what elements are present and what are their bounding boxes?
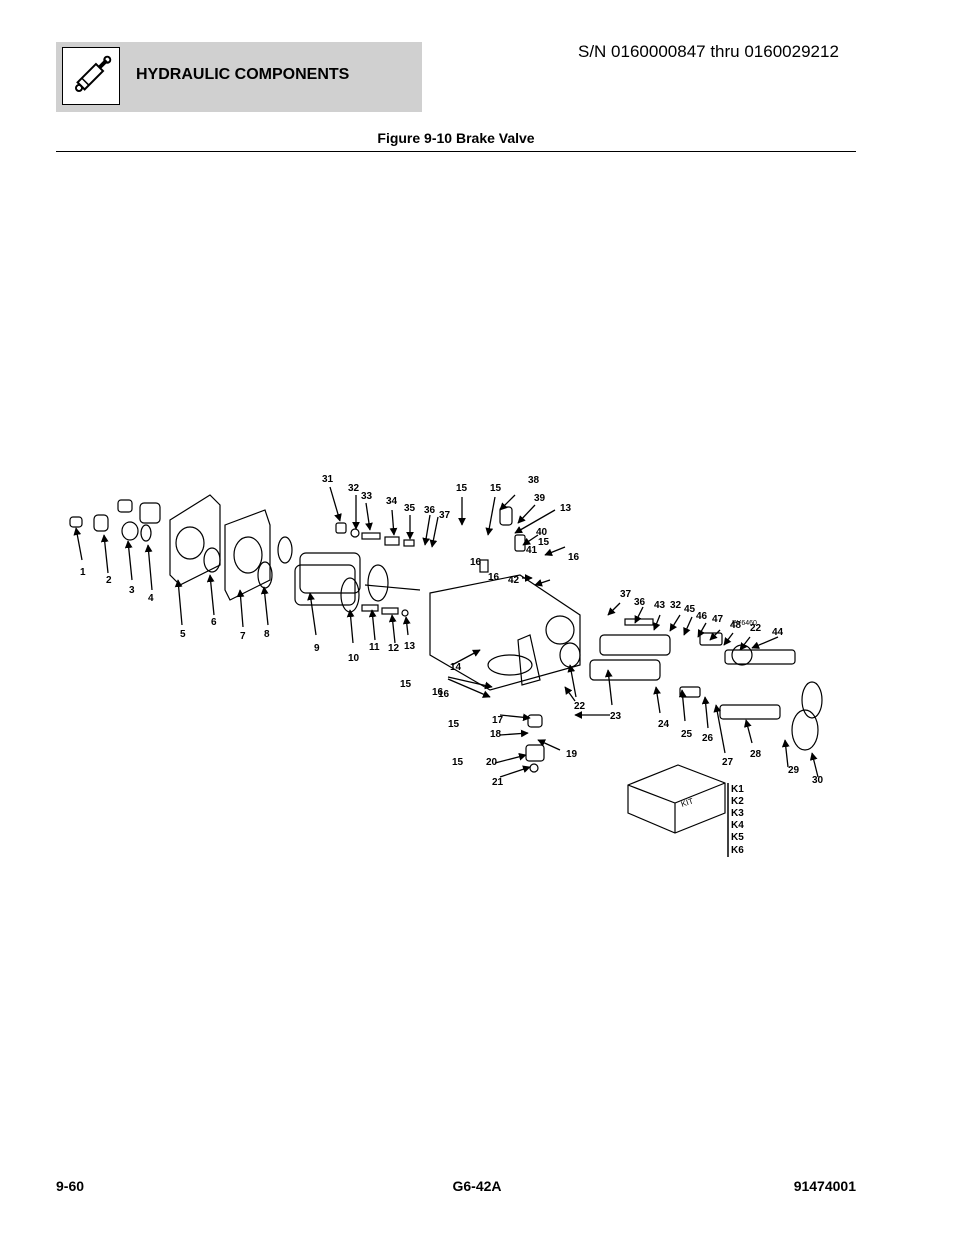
part-shapes [69,494,823,857]
kit-item: K5 [731,832,744,843]
document-number: 91474001 [793,1178,856,1194]
callout-40: 40 [536,527,548,538]
callout-16: 16 [438,689,450,700]
callout-9: 9 [314,643,320,654]
kit-item: K2 [731,796,744,807]
callout-43: 43 [654,600,666,611]
callout-15: 15 [452,757,464,768]
callout-26: 26 [702,733,714,744]
callout-15: 15 [538,537,550,548]
leader-arrows [73,486,819,778]
callout-37: 37 [620,589,632,600]
callout-36: 36 [634,597,646,608]
callout-8: 8 [264,629,270,640]
model-number: G6-42A [452,1178,502,1194]
kit-item: K3 [731,808,744,819]
callout-24: 24 [658,719,670,730]
callout-32: 32 [348,483,360,494]
callout-15: 15 [448,719,460,730]
callout-35: 35 [404,503,416,514]
callout-33: 33 [361,491,373,502]
callout-6: 6 [211,617,217,628]
callout-21: 21 [492,777,504,788]
callout-39: 39 [534,493,546,504]
kit-box-label: KIT [680,796,695,808]
callout-5: 5 [180,629,186,640]
callout-29: 29 [788,765,800,776]
callout-27: 27 [722,757,734,768]
callout-16: 16 [568,552,580,563]
callout-25: 25 [681,729,693,740]
callout-16: 16 [432,687,444,698]
ref-code: PY6460 [732,620,757,627]
callout-46: 46 [696,611,708,622]
callout-16: 16 [488,572,500,583]
callout-10: 10 [348,653,360,664]
figure-title: Figure 9-10 Brake Valve [377,130,535,146]
callout-1: 1 [80,567,86,578]
callout-14: 14 [450,662,462,673]
callout-22: 22 [574,701,586,712]
hydraulic-cylinder-icon [62,47,120,105]
callout-38: 38 [528,475,540,486]
page-number: 9-60 [56,1178,85,1194]
callout-36: 36 [424,505,436,516]
callout-19: 19 [566,749,578,760]
callout-30: 30 [812,775,824,786]
callout-4: 4 [148,593,154,604]
callout-47: 47 [712,614,724,625]
callout-13: 13 [404,641,416,652]
kit-item: K4 [731,820,744,831]
header-rule [56,151,856,152]
callout-23: 23 [610,711,622,722]
callout-48: 48 [730,620,742,631]
callout-32: 32 [670,600,682,611]
callout-13: 13 [560,503,572,514]
section-title: HYDRAULIC COMPONENTS [136,66,350,83]
callout-37: 37 [439,510,451,521]
callout-22: 22 [750,623,762,634]
callout-2: 2 [106,575,112,586]
callout-41: 41 [526,545,538,556]
kit-item: K6 [731,845,744,856]
callout-42: 42 [508,575,520,586]
callout-44: 44 [772,627,784,638]
brake-valve-exploded-diagram: PY6460 KIT K1 K2 K3 K4 K5 K6 12345678910… [69,474,824,857]
callout-15: 15 [400,679,412,690]
callout-20: 20 [486,757,498,768]
callout-11: 11 [369,642,380,653]
serial-range: S/N 0160000847 thru 0160029212 [578,42,839,61]
callout-34: 34 [386,496,398,507]
callout-3: 3 [129,585,135,596]
callout-18: 18 [490,729,502,740]
callout-15: 15 [490,483,502,494]
kit-item: K1 [731,784,744,795]
callout-31: 31 [322,474,334,485]
callout-28: 28 [750,749,762,760]
callout-16: 16 [470,557,482,568]
callout-17: 17 [492,715,504,726]
callout-12: 12 [388,643,400,654]
callout-45: 45 [684,604,696,615]
callout-7: 7 [240,631,246,642]
callout-15: 15 [456,483,468,494]
